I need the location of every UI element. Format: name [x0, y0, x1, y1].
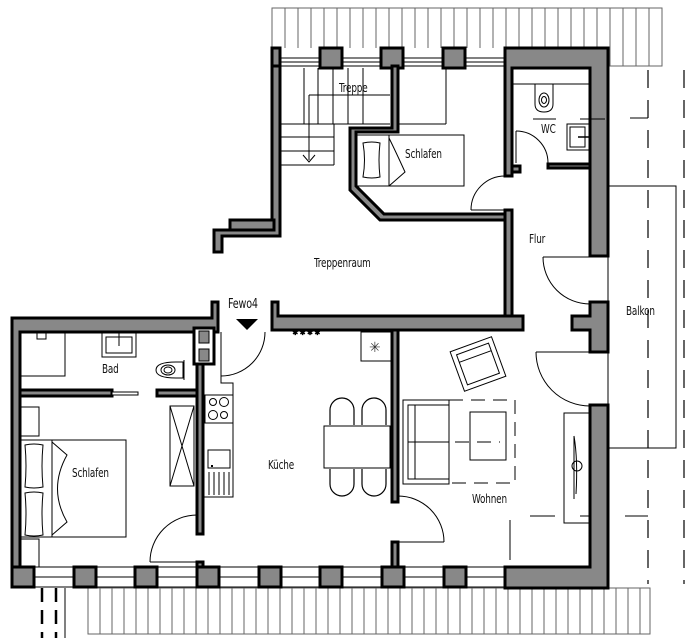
room-label-wc: WC	[541, 122, 556, 136]
wohnen-right-wall	[503, 403, 610, 590]
room-label-treppe: Treppe	[339, 81, 368, 95]
room-label-bad: Bad	[102, 362, 119, 376]
fridge-icon: ✳	[360, 331, 392, 362]
kitchen-left-wall	[195, 362, 205, 536]
unit-label: Fewo4	[228, 297, 258, 312]
kitchen-furniture: * * * * ✳	[203, 330, 392, 498]
svg-text:✳: ✳	[369, 340, 381, 356]
sink-icon	[566, 123, 590, 151]
wohnen-furniture	[402, 336, 648, 560]
schlafen-top-wall	[348, 64, 510, 222]
sink-icon	[101, 332, 137, 358]
treppenraum-right-wall	[503, 208, 514, 332]
toilet-icon	[155, 360, 185, 380]
roof-hatch-bottom	[40, 587, 651, 638]
table-icon	[469, 411, 507, 461]
tv-sideboard-icon	[563, 412, 591, 524]
balkon-wall-pier	[570, 300, 610, 354]
table-icon	[323, 425, 391, 469]
middle-wall	[270, 300, 525, 332]
left-exterior-wall	[10, 300, 220, 569]
bad-partition	[18, 388, 201, 398]
door-swing-icon	[470, 175, 591, 305]
door-swing-icon	[535, 351, 591, 407]
bed-icon	[19, 439, 127, 538]
door-swing-icon	[515, 130, 549, 164]
door-swing-icon	[397, 495, 445, 543]
stairs	[280, 66, 447, 166]
bad-fixtures	[19, 331, 185, 380]
svg-text:* * * *: * * * *	[293, 330, 320, 340]
room-label-wohnen: Wohnen	[472, 492, 507, 506]
room-label-kueche: Küche	[268, 458, 295, 472]
armchair-icon	[449, 336, 507, 392]
stair-left-wall	[212, 64, 282, 254]
door-swing-icon	[220, 331, 266, 377]
chimney	[192, 326, 216, 366]
toilet-icon	[534, 84, 554, 113]
entrance-arrow-icon	[236, 319, 258, 330]
kueche-wohnen-wall	[390, 328, 400, 570]
shower-icon	[169, 405, 195, 487]
room-label-balkon: Balkon	[626, 304, 655, 318]
stove-icon	[204, 394, 234, 424]
bed-icon	[355, 134, 465, 187]
wc-room	[510, 83, 605, 174]
sink-icon	[207, 449, 231, 495]
door-swing-icon	[149, 514, 198, 563]
chair-icon	[329, 397, 387, 497]
schlafen-left-furniture	[19, 405, 198, 568]
top-exterior-wall	[270, 46, 610, 258]
room-label-schlafen-top: Schlafen	[405, 147, 442, 161]
roof-dashed-lines	[630, 70, 685, 584]
bottom-exterior-wall	[10, 565, 505, 589]
sofa-icon	[402, 399, 450, 485]
room-label-flur: Flur	[529, 232, 546, 246]
room-label-schlafen-left: Schlafen	[72, 466, 109, 480]
radiator-icon: * * * *	[293, 330, 321, 341]
room-label-treppenraum: Treppenraum	[314, 256, 371, 270]
